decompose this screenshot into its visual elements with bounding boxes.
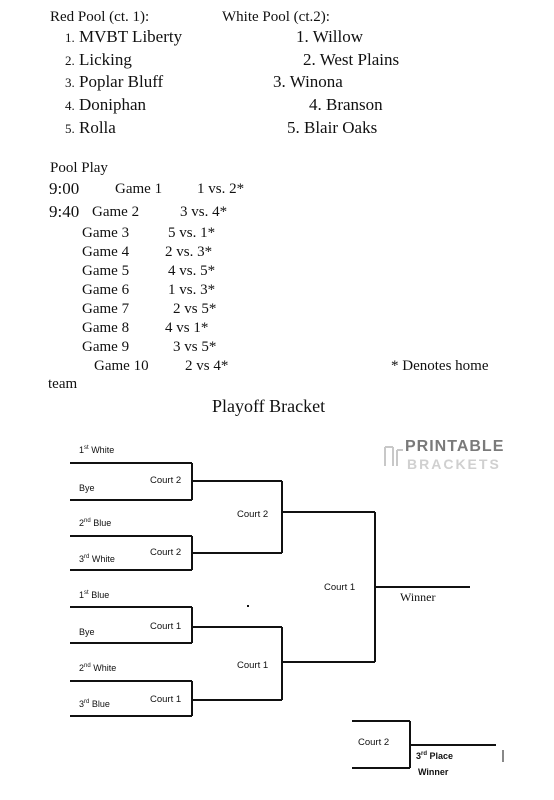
bracket-slot: 1st Blue	[79, 590, 110, 600]
white-pool-team: 3. Winona	[273, 72, 343, 91]
court-label: Court 1	[324, 582, 356, 593]
game-time: 9:00	[49, 179, 80, 198]
home-team-note-cont: team	[48, 376, 78, 392]
game-match: 2 vs 4*	[185, 358, 229, 374]
court-label: Court 2	[150, 547, 182, 558]
game-match: 2 vs 5*	[173, 301, 217, 317]
white-pool-team: 1. Willow	[296, 27, 364, 46]
game-label: Game 1	[115, 181, 163, 197]
red-pool-team: 3. Poplar Bluff	[65, 72, 164, 91]
court-label: Court 1	[150, 694, 182, 705]
red-pool-team: 4. Doniphan	[65, 95, 147, 114]
white-pool-team: 2. West Plains	[303, 50, 400, 69]
game-match: 1 vs. 3*	[168, 282, 216, 298]
logo-text-bottom: BRACKETS	[407, 456, 501, 472]
game-label: Game 4	[82, 244, 130, 260]
game-label: Game 9	[82, 339, 130, 355]
white-pool-team: 4. Branson	[309, 95, 383, 114]
game-label: Game 10	[94, 358, 149, 374]
bracket-slot: Bye	[79, 627, 95, 637]
third-place-court: Court 2	[358, 737, 390, 748]
bracket-logo-icon	[384, 446, 403, 466]
red-pool-header: Red Pool (ct. 1):	[50, 9, 150, 25]
bracket-title: Playoff Bracket	[212, 396, 326, 416]
game-label: Game 8	[82, 320, 130, 336]
court-label: Court 1	[150, 621, 182, 632]
court-label: Court 1	[237, 660, 269, 671]
game-match: 3 vs. 4*	[180, 204, 228, 220]
game-match: 4 vs. 5*	[168, 263, 216, 279]
court-label: Court 2	[150, 475, 182, 486]
game-match: 3 vs 5*	[173, 339, 217, 355]
white-pool-team: 5. Blair Oaks	[287, 118, 378, 137]
bracket-slot: Bye	[79, 483, 95, 493]
bracket-slot: 3rd Blue	[79, 699, 110, 709]
game-match: 2 vs. 3*	[165, 244, 213, 260]
court-label: Court 2	[237, 509, 269, 520]
bracket-slot: 3rd White	[79, 554, 115, 564]
third-place-label: 3rd Place	[416, 751, 454, 761]
winner-label: Winner	[400, 590, 436, 604]
game-label: Game 5	[82, 263, 130, 279]
third-place-winner: Winner	[418, 767, 449, 777]
game-time: 9:40	[49, 202, 80, 221]
red-pool-team: 5. Rolla	[65, 118, 116, 137]
game-label: Game 3	[82, 225, 130, 241]
game-label: Game 2	[92, 204, 140, 220]
bracket-slot: 1st White	[79, 445, 115, 455]
home-team-note: * Denotes home	[391, 358, 489, 374]
logo-text-top: PRINTABLE	[405, 438, 505, 455]
game-match: 5 vs. 1*	[168, 225, 216, 241]
game-match: 4 vs 1*	[165, 320, 209, 336]
white-pool-header: White Pool (ct.2):	[222, 9, 330, 25]
pool-play-header: Pool Play	[50, 160, 108, 176]
game-label: Game 6	[82, 282, 130, 298]
game-label: Game 7	[82, 301, 130, 317]
red-pool-team: 2. Licking	[65, 50, 132, 69]
bracket-slot: 2nd White	[79, 663, 117, 673]
game-match: 1 vs. 2*	[197, 181, 245, 197]
bracket-slot: 2nd Blue	[79, 518, 112, 528]
red-pool-team: 1. MVBT Liberty	[65, 27, 183, 46]
